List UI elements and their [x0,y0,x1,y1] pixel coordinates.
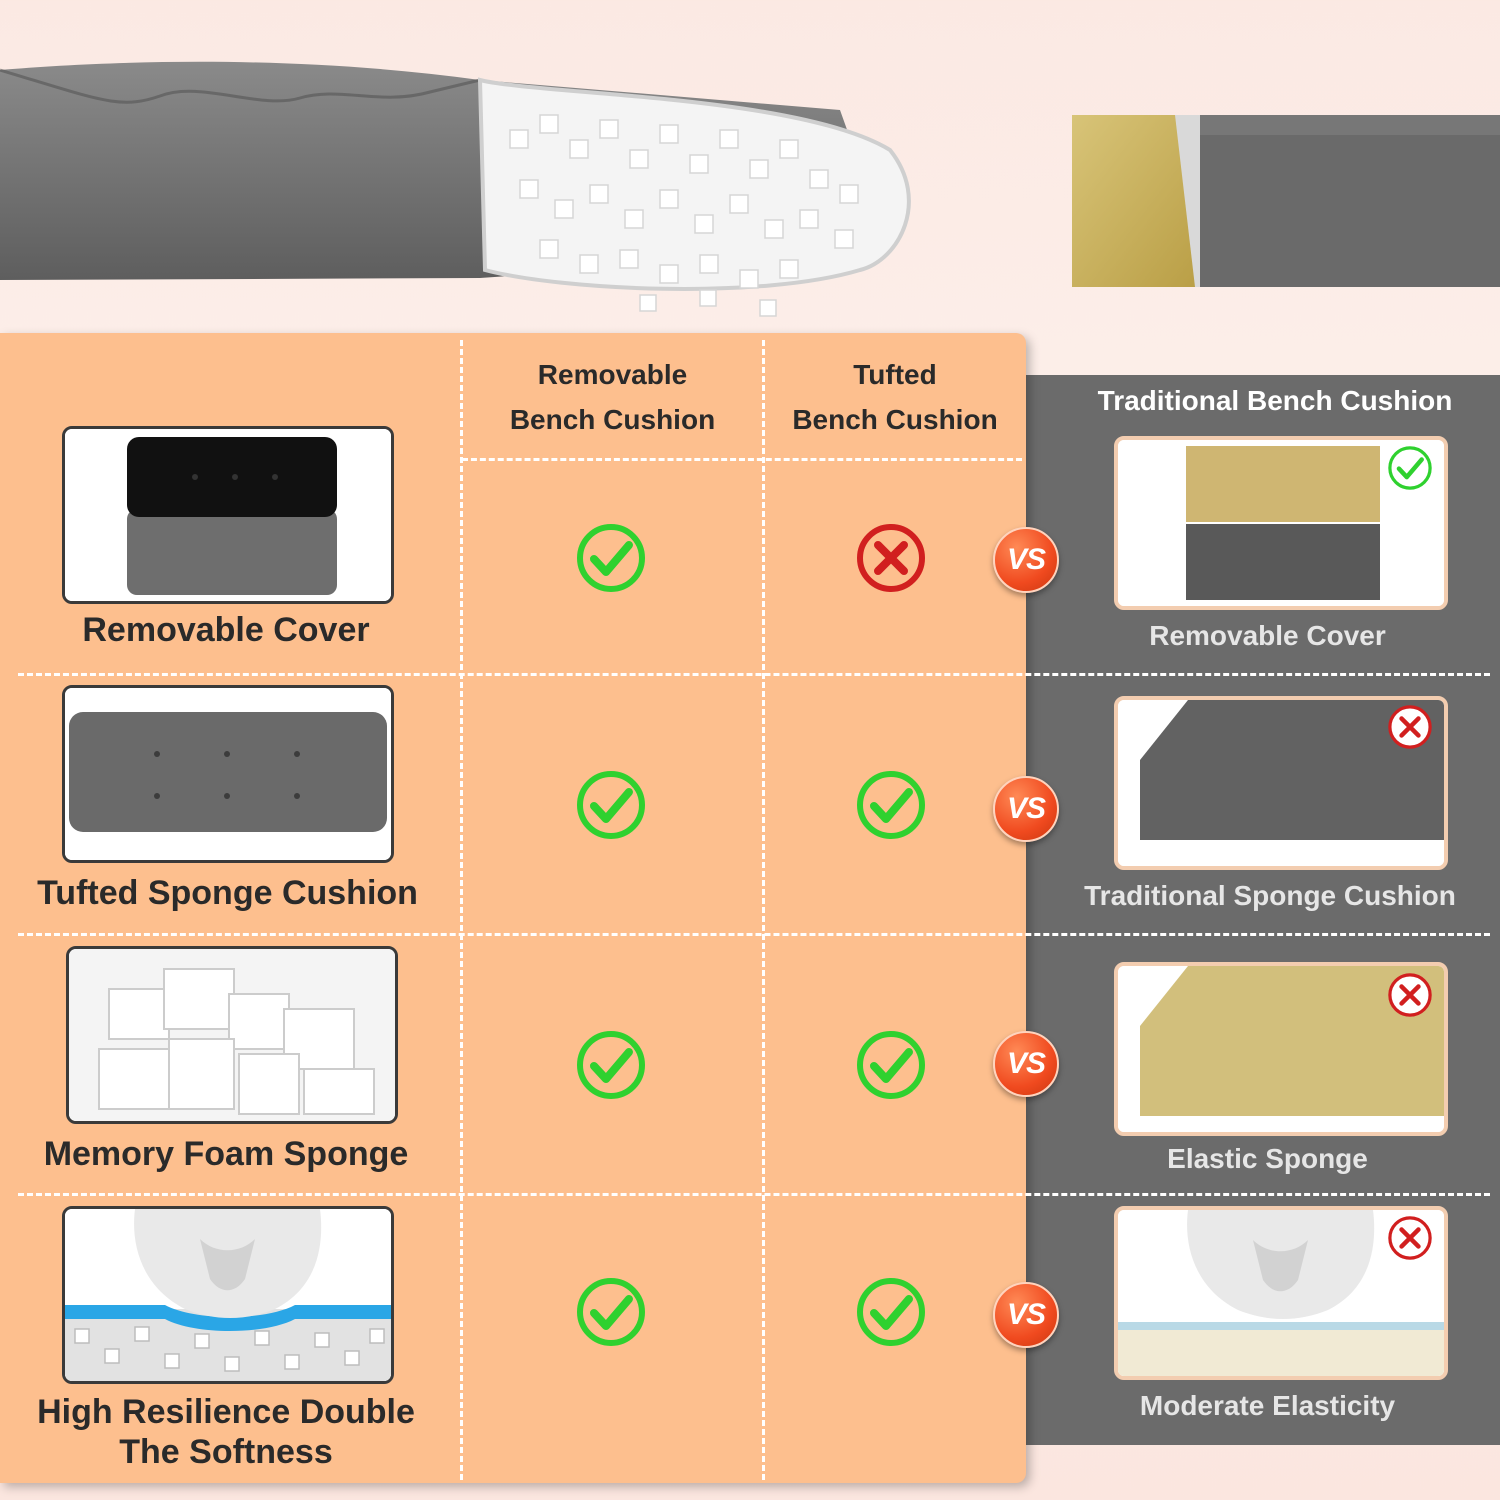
check-circle-icon [1386,444,1434,492]
traditional-feature-label: Elastic Sponge [1167,1143,1368,1174]
header-line: Bench Cushion [509,404,716,435]
feature-label: Memory Foam Sponge [43,1135,409,1173]
check-circle-icon [854,1275,928,1349]
feature-label: Tufted Sponge Cushion [37,874,418,912]
removable-column-header: Removable Bench Cushion [470,352,755,442]
divider [762,340,765,1480]
moderate-elasticity-image [1114,1206,1448,1380]
header-line: Removable [537,359,688,390]
cross-circle-icon [1386,1214,1434,1262]
cushion-comparison-illustration [0,61,1500,317]
divider [460,340,463,1480]
elastic-sponge-image [1114,962,1448,1136]
feature-label: High Resilience Double The Softness [0,1392,452,1472]
check-circle-icon [574,521,648,595]
vs-badge: VS [993,1282,1059,1348]
header-line: Bench Cushion [792,404,998,435]
check-circle-icon [574,768,648,842]
divider [462,458,1022,461]
cross-circle-icon [1386,703,1434,751]
removable-cover-image [62,426,394,604]
pelvis-traditional-illustration [1118,1210,1444,1376]
feature-label-line: The Softness [119,1433,333,1471]
traditional-cover-illustration [1118,440,1444,606]
traditional-column-header: Traditional Bench Cushion [1097,385,1453,416]
check-circle-icon [854,1028,928,1102]
foam-cubes-illustration [69,949,395,1121]
traditional-feature-label: Moderate Elasticity [1139,1390,1396,1421]
traditional-feature-label: Traditional Sponge Cushion [1084,880,1456,911]
tufted-cushion-illustration [65,688,391,860]
memory-foam-image [66,946,398,1124]
feature-label-line: High Resilience Double [37,1393,415,1431]
header-line: Tufted [853,359,937,390]
tufted-sponge-image [62,685,394,863]
check-circle-icon [854,768,928,842]
check-circle-icon [574,1275,648,1349]
feature-label: Removable Cover [82,611,370,649]
hero-illustration [0,0,1500,330]
vs-badge: VS [993,1031,1059,1097]
divider [18,673,1490,676]
cover-illustration [65,429,391,601]
tufted-column-header: Tufted Bench Cushion [770,352,1020,442]
cross-circle-icon [1386,971,1434,1019]
high-resilience-image [62,1206,394,1384]
vs-badge: VS [993,776,1059,842]
vs-badge: VS [993,527,1059,593]
traditional-feature-label: Removable Cover [1149,620,1386,651]
divider [18,933,1490,936]
check-circle-icon [574,1028,648,1102]
pelvis-cushion-illustration [65,1209,391,1381]
cross-circle-icon [854,521,928,595]
divider [18,1193,1490,1196]
